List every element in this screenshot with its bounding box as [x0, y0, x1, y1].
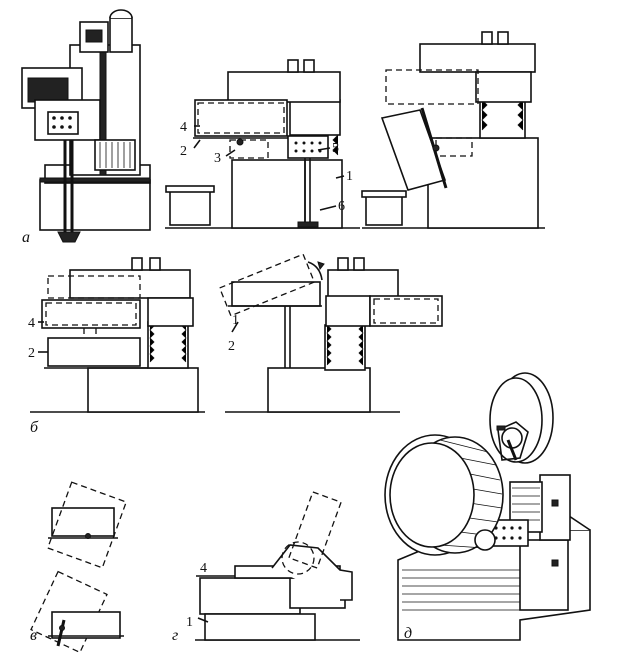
- panel-a-schematic: [165, 59, 360, 229]
- label-4-a: 4: [180, 120, 187, 135]
- label-3-a: 3: [214, 151, 221, 166]
- label-2-a: 2: [180, 144, 187, 159]
- panel-a-tilted: [361, 31, 545, 229]
- panel-a-machine: [21, 9, 151, 243]
- panel-d-letter: д: [404, 625, 412, 642]
- panel-b-letter: б: [30, 419, 39, 436]
- panel-d-machine: [384, 372, 591, 641]
- panel-v: [30, 481, 128, 654]
- panel-g: [195, 491, 360, 641]
- panel-a-letter: а: [22, 229, 30, 246]
- label-4-b: 4: [28, 316, 35, 331]
- panel-b-left: [30, 257, 205, 413]
- panel-g-letter: г: [172, 627, 178, 644]
- label-5-a: 5: [332, 141, 339, 156]
- label-4-g: 4: [200, 561, 207, 576]
- label-1-b: 1: [232, 313, 239, 328]
- label-1-g: 1: [186, 615, 193, 630]
- label-2-b2: 2: [228, 339, 235, 354]
- panel-v-letter: в: [30, 627, 37, 644]
- label-1-a: 1: [346, 169, 353, 184]
- label-6-a: 6: [338, 199, 345, 214]
- panel-b-right: [218, 253, 443, 413]
- label-2-b: 2: [28, 346, 35, 361]
